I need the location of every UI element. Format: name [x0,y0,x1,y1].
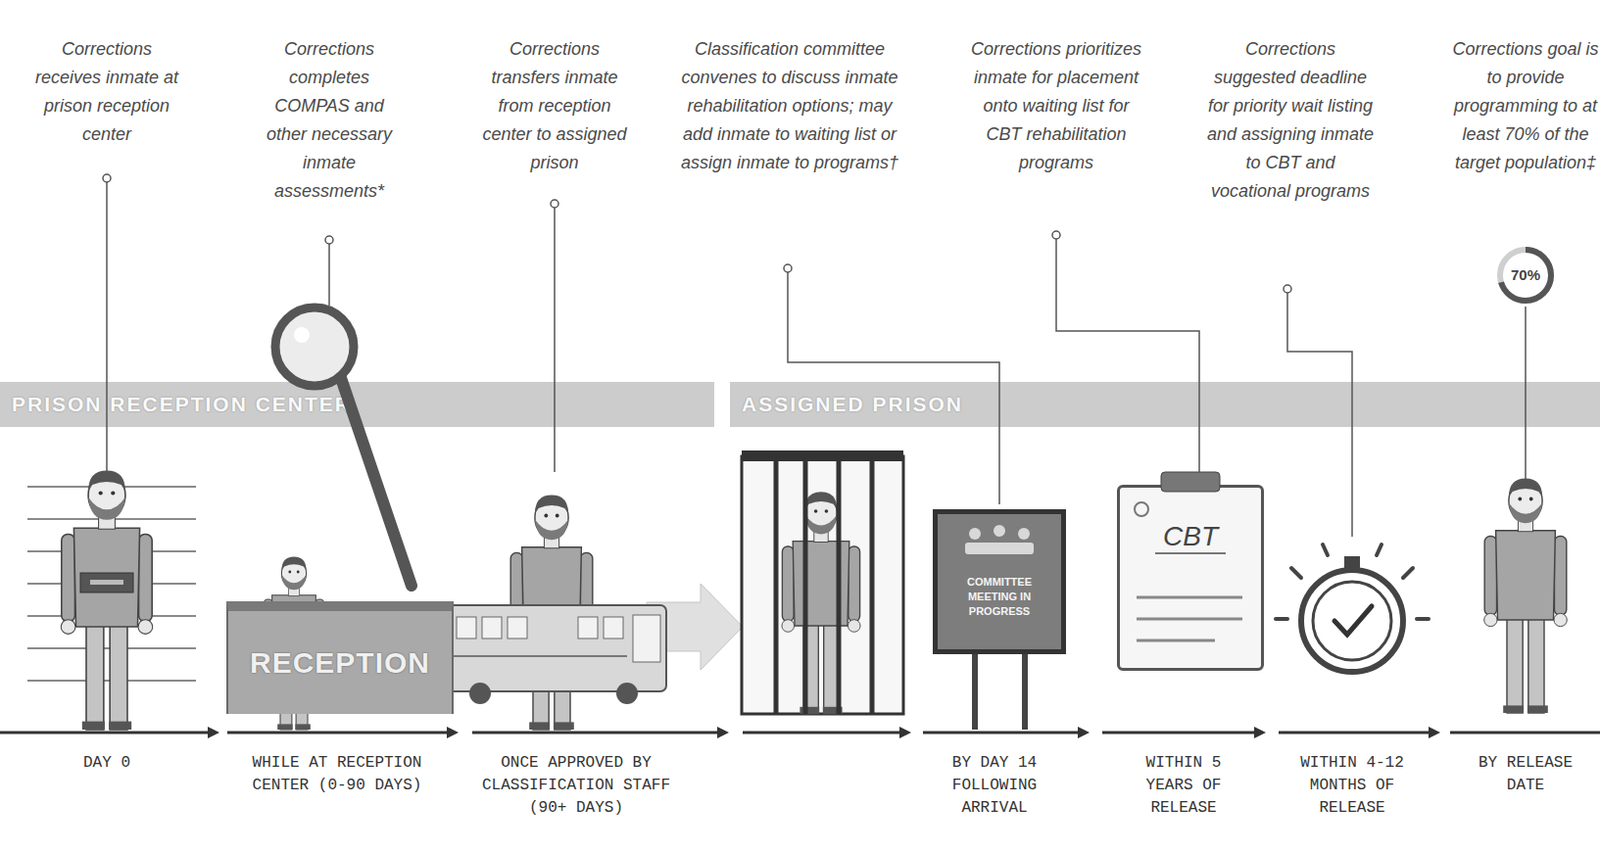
bus-window [507,617,528,639]
desk-label: RECEPTION [249,646,431,680]
step-annotation: Corrections prioritizes inmate for place… [970,35,1143,178]
timeline-segment [922,731,1086,735]
timeline-arrowhead [1077,727,1090,739]
cell-bars [775,461,873,715]
mugshot-board-text [90,580,124,585]
step-annotation: Corrections receives inmate at prison re… [28,35,186,149]
leader-dot [325,236,334,244]
timeline-arrowhead [446,727,459,739]
stopwatch-ray [1275,617,1288,622]
bus-window [603,617,624,639]
band-label: PRISON RECEPTION CENTER [0,382,715,428]
leader-line [105,178,108,483]
inmate-figure [60,470,152,730]
prison-cell [741,456,904,715]
reception-desk: RECEPTION [226,601,454,715]
step-annotation: Classification committee convenes to dis… [675,35,906,178]
step-annotation: Corrections goal is to provide programmi… [1452,35,1600,178]
cell-bar [774,461,779,715]
stopwatch-ray [1322,544,1328,556]
timeline-segment [1450,731,1600,735]
inmate-figure [781,491,861,715]
bus-window [456,617,477,639]
step-annotation: Corrections completes COMPAS and other n… [255,35,403,206]
bus-window [482,617,502,639]
band-label: ASSIGNED PRISON [729,382,1600,428]
cbt-clipboard: CBT [1116,484,1264,672]
cell-bar [870,461,875,715]
timeline-segment [0,731,216,735]
bus-window [578,617,598,639]
timing-label: BY DAY 14 FOLLOWING ARRIVAL [940,752,1049,821]
bus-wheel [469,682,491,705]
timing-label: BY RELEASE DATE [1466,752,1585,798]
timeline [0,731,1600,735]
timeline-arrowhead [1254,727,1266,739]
timeline-arrowhead [899,727,912,739]
bus-body [438,605,667,692]
step-annotation: Corrections transfers inmate from recept… [474,35,636,178]
cell-top-bar [741,450,904,462]
timeline-arrowhead [717,727,729,739]
sign-post [971,654,978,730]
stopwatch-ray [1376,544,1382,556]
stopwatch-dial [1312,581,1392,661]
timing-label: WITHIN 4-12 MONTHS OF RELEASE [1288,752,1416,821]
timeline-segment [1102,731,1262,735]
magnifier-glint [293,327,310,343]
leader-line [553,203,556,473]
meeting-sign: COMMITTEE MEETING IN PROGRESS [932,509,1067,655]
sign-post [1021,654,1028,730]
leader-dot [1283,285,1292,293]
leader-dot [1052,231,1061,240]
timing-label: DAY 0 [48,752,166,776]
stopwatch-case [1301,570,1404,673]
leader-line [328,240,331,306]
leader-dot [783,264,792,273]
bus-stripe [438,655,628,658]
timeline-arrowhead [207,727,220,739]
leader-line [1056,235,1200,473]
stopwatch-ray [1291,568,1302,579]
bus-door [632,615,661,663]
cell-bar [836,461,842,715]
sign-text: COMMITTEE MEETING IN PROGRESS [943,575,1056,620]
leader-lines [106,178,1526,537]
timing-label: WHILE AT RECEPTION CENTER (0-90 DAYS) [251,752,424,798]
location-band: ASSIGNED PRISON [729,382,1600,428]
stopwatch-ray [1403,568,1413,579]
released-figure [1484,479,1568,714]
timeline-segment [1278,731,1437,735]
clipboard-title: CBT [1155,521,1226,555]
timeline-heads [207,727,1441,739]
timeline-segment [227,731,455,735]
stopwatch-ray [1416,617,1429,622]
location-band: PRISON RECEPTION CENTER [0,382,715,428]
magnifier-glass [275,307,354,387]
cell-bar [803,461,809,715]
percent-text: 70% [1495,244,1556,306]
step-annotation: Corrections suggested deadline for prior… [1205,35,1377,206]
timing-label: ONCE APPROVED BY CLASSIFICATION STAFF (9… [473,752,679,821]
bus-wheel [616,682,638,705]
mugshot-board [80,573,134,593]
leader-dot [550,199,559,208]
check-mark [1334,606,1372,635]
timeline-arrowhead [1428,727,1441,739]
timeline-segment [742,731,908,735]
timeline-segment [472,731,726,735]
leader-dot [102,174,111,183]
progress-ring: 70% [1495,244,1556,306]
timing-label: WITHIN 5 YEARS OF RELEASE [1124,752,1243,821]
